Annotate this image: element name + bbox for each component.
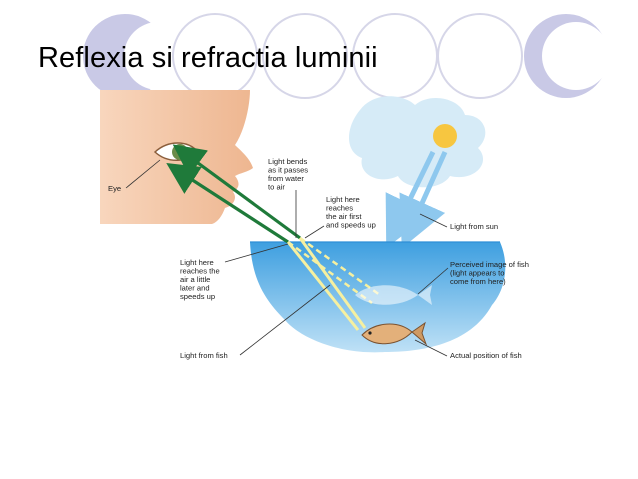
dashed-ray-perceived-1 — [299, 236, 381, 297]
actual-fish-icon — [361, 321, 428, 346]
sky-cloud — [348, 96, 486, 188]
label-actual-position: Actual position of fish — [450, 351, 522, 360]
leader-light-here-first — [304, 225, 325, 239]
leader-actual-position — [414, 339, 448, 357]
yellow-ray-actual-2 — [286, 241, 360, 331]
decor-circle-6 — [524, 14, 608, 98]
label-light-from-sun: Light from sun — [450, 222, 498, 231]
label-light-bends: Light bends as it passes from water to a… — [268, 157, 310, 192]
label-light-here-first: Light here reaches the air first and spe… — [326, 195, 376, 230]
decor-circle-1 — [83, 14, 167, 98]
leader-light-from-sun — [419, 213, 448, 228]
label-eye: Eye — [108, 184, 121, 193]
leader-light-here-later — [224, 243, 289, 263]
decor-circle-3 — [262, 13, 348, 99]
label-light-here-later: Light here reaches the air a little late… — [180, 258, 222, 301]
label-perceived-image: Perceived image of fish (light appears t… — [450, 260, 531, 286]
sun-icon — [433, 124, 457, 148]
leader-light-from-fish — [239, 284, 331, 356]
slide-title: Reflexia si refractia luminii — [38, 42, 378, 74]
decor-circle-5 — [437, 13, 523, 99]
leader-eye — [125, 159, 161, 189]
perceived-fish-icon — [355, 285, 432, 305]
label-light-from-fish: Light from fish — [180, 351, 228, 360]
refraction-figure: Eye Light bends as it passes from water … — [100, 90, 531, 360]
green-ray-upper — [172, 144, 301, 240]
dashed-ray-perceived-2 — [287, 240, 373, 305]
sun-ray-2 — [399, 150, 448, 249]
yellow-ray-actual-1 — [298, 237, 367, 329]
decorative-circles — [83, 13, 608, 99]
green-ray-lower — [166, 163, 289, 244]
leader-perceived-image — [417, 267, 449, 295]
